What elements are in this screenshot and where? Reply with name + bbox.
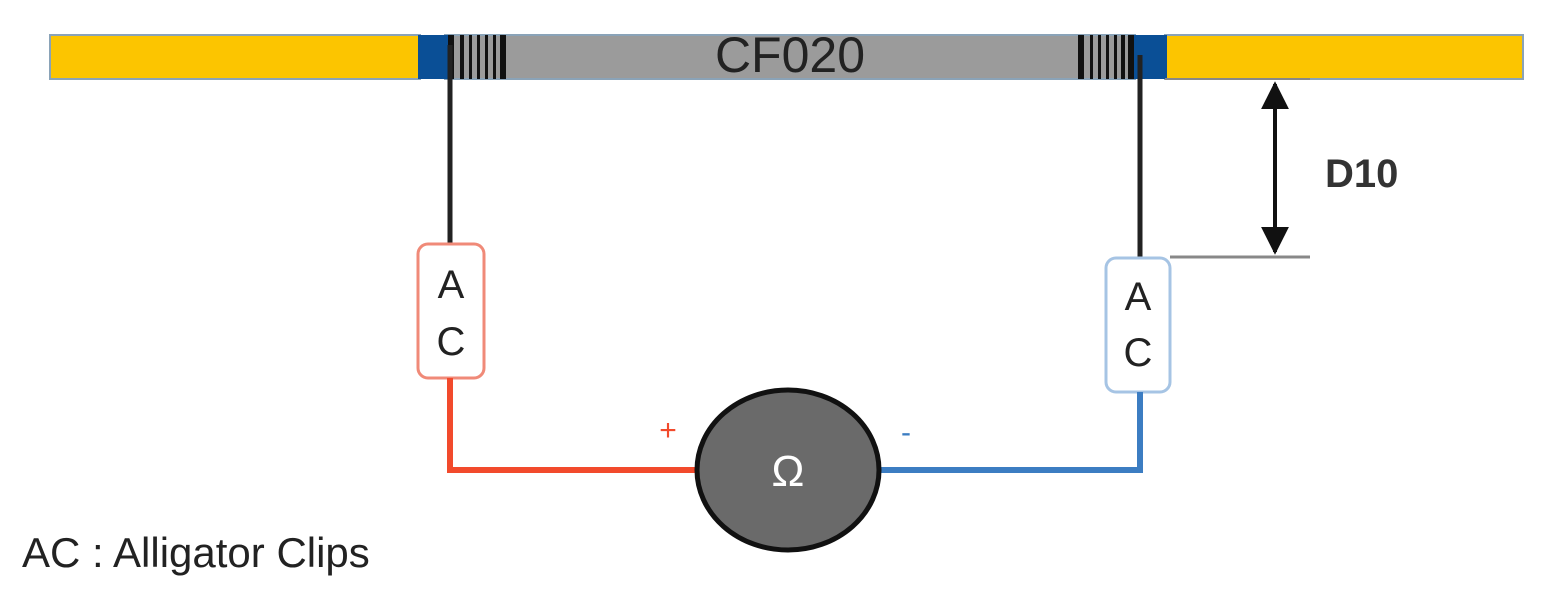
right-clip-line1: A — [1125, 275, 1152, 319]
sample-rod: CF020 — [49, 27, 1524, 83]
rod-right-end — [1164, 34, 1524, 80]
sample-label: CF020 — [715, 27, 865, 83]
right-contact-stripes — [1078, 35, 1134, 79]
rod-left-end — [49, 34, 421, 80]
right-clip-line2: C — [1124, 331, 1153, 375]
ohm-symbol: Ω — [772, 447, 805, 496]
distance-dimension: D10 — [1165, 78, 1398, 259]
left-clip-line1: A — [438, 263, 465, 307]
distance-label: D10 — [1325, 152, 1398, 196]
rod-right-band — [1132, 35, 1167, 79]
negative-sign: - — [901, 416, 911, 449]
right-alligator-clip: A C — [1104, 256, 1172, 394]
negative-lead-wire — [878, 392, 1143, 473]
positive-lead-wire — [447, 378, 697, 473]
left-clip-line2: C — [437, 320, 466, 364]
ohmmeter-body — [694, 387, 882, 553]
positive-sign: + — [659, 414, 677, 447]
ohmmeter: Ω — [694, 387, 882, 553]
rod-left-band — [418, 35, 448, 79]
legend-text: AC : Alligator Clips — [22, 529, 370, 576]
left-alligator-clip: A C — [416, 242, 486, 380]
